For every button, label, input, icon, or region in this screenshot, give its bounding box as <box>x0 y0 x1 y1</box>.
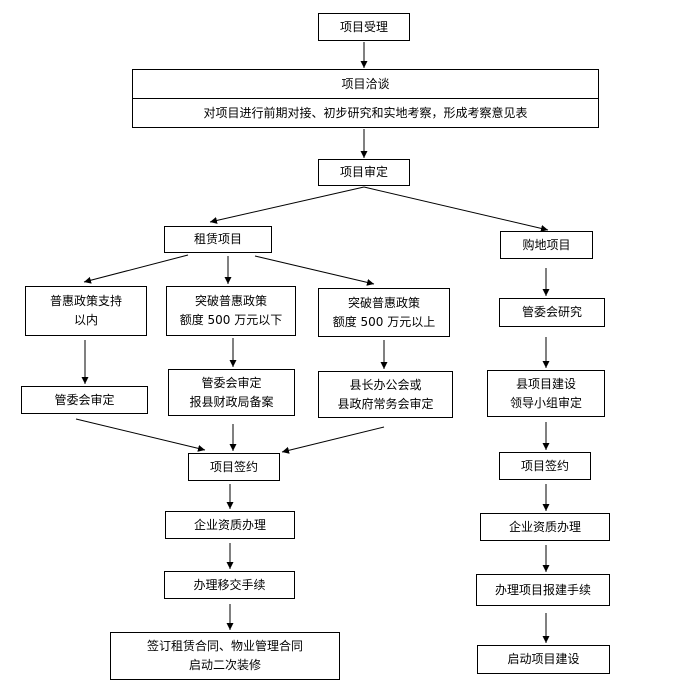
node-policy-over500: 突破普惠政策 额度 500 万元以上 <box>318 288 450 337</box>
node-review: 项目审定 <box>318 159 410 186</box>
node-mgmt-study: 管委会研究 <box>499 298 605 327</box>
node-county-review-line2: 县政府常务会审定 <box>337 396 434 411</box>
node-purchase-permit: 办理项目报建手续 <box>476 574 610 606</box>
node-negotiate-detail: 对项目进行前期对接、初步研究和实地考察，形成考察意见表 <box>203 105 528 120</box>
node-lease-qualification-label: 企业资质办理 <box>193 517 266 532</box>
node-purchase-qualification: 企业资质办理 <box>480 513 610 541</box>
node-purchase-sign: 项目签约 <box>499 452 591 480</box>
node-mgmt-review-label: 管委会审定 <box>54 392 115 407</box>
node-lease-final-line2: 启动二次装修 <box>188 658 261 672</box>
node-lease-transfer-label: 办理移交手续 <box>193 577 266 592</box>
node-purchase-qualification-label: 企业资质办理 <box>508 519 581 534</box>
node-negotiate-label: 项目洽谈 <box>341 76 390 91</box>
node-mgmt-review-filing-line2: 报县财政局备案 <box>189 394 274 409</box>
node-negotiate-title-row: 项目洽谈 <box>133 70 598 99</box>
node-receive-label: 项目受理 <box>339 19 388 34</box>
arrow-lease-policy-within <box>83 254 189 284</box>
arrow-review-lease <box>209 186 365 224</box>
node-county-group-review-line2: 领导小组审定 <box>509 395 582 410</box>
node-policy-under500-line2: 额度 500 万元以下 <box>179 313 283 327</box>
node-lease-qualification: 企业资质办理 <box>165 511 295 539</box>
node-lease-label: 租赁项目 <box>193 232 242 246</box>
node-policy-over500-line1: 突破普惠政策 <box>347 295 420 310</box>
node-review-label: 项目审定 <box>339 165 388 179</box>
node-lease: 租赁项目 <box>164 226 272 253</box>
node-purchase-label: 购地项目 <box>522 237 571 252</box>
node-negotiate-detail-row: 对项目进行前期对接、初步研究和实地考察，形成考察意见表 <box>133 99 598 127</box>
node-purchase-final: 启动项目建设 <box>477 645 610 674</box>
node-county-group-review-line1: 县项目建设 <box>515 376 576 391</box>
node-purchase-permit-label: 办理项目报建手续 <box>494 582 591 597</box>
node-county-review-line1: 县长办公会或 <box>349 377 422 392</box>
node-policy-over500-line2: 额度 500 万元以上 <box>332 314 436 329</box>
arrow-review-purchase <box>363 186 549 232</box>
node-receive: 项目受理 <box>318 13 410 41</box>
node-policy-within-line2: 以内 <box>73 313 98 327</box>
node-policy-within: 普惠政策支持 以内 <box>25 286 147 336</box>
node-county-review: 县长办公会或 县政府常务会审定 <box>318 371 453 418</box>
node-policy-under500-line1: 突破普惠政策 <box>194 294 267 308</box>
node-lease-sign-label: 项目签约 <box>209 459 258 474</box>
node-negotiate: 项目洽谈 对项目进行前期对接、初步研究和实地考察，形成考察意见表 <box>132 69 599 128</box>
node-purchase-sign-label: 项目签约 <box>520 458 569 473</box>
arrow-county-sign <box>281 426 385 454</box>
node-policy-within-line1: 普惠政策支持 <box>49 294 122 308</box>
node-mgmt-review-filing-line1: 管委会审定 <box>201 375 262 390</box>
node-county-group-review: 县项目建设 领导小组审定 <box>487 370 605 417</box>
node-purchase-final-label: 启动项目建设 <box>507 652 580 666</box>
node-lease-final: 签订租赁合同、物业管理合同 启动二次装修 <box>110 632 340 680</box>
node-mgmt-review: 管委会审定 <box>21 386 148 414</box>
node-policy-under500: 突破普惠政策 额度 500 万元以下 <box>166 286 296 336</box>
arrow-mgmt-review-sign <box>75 418 206 452</box>
node-purchase: 购地项目 <box>500 231 593 259</box>
arrow-lease-policy-over500 <box>254 255 375 286</box>
node-mgmt-review-filing: 管委会审定 报县财政局备案 <box>168 369 295 416</box>
node-lease-final-line1: 签订租赁合同、物业管理合同 <box>146 639 303 653</box>
node-lease-sign: 项目签约 <box>188 453 280 481</box>
node-lease-transfer: 办理移交手续 <box>164 571 295 599</box>
node-mgmt-study-label: 管委会研究 <box>521 305 582 319</box>
